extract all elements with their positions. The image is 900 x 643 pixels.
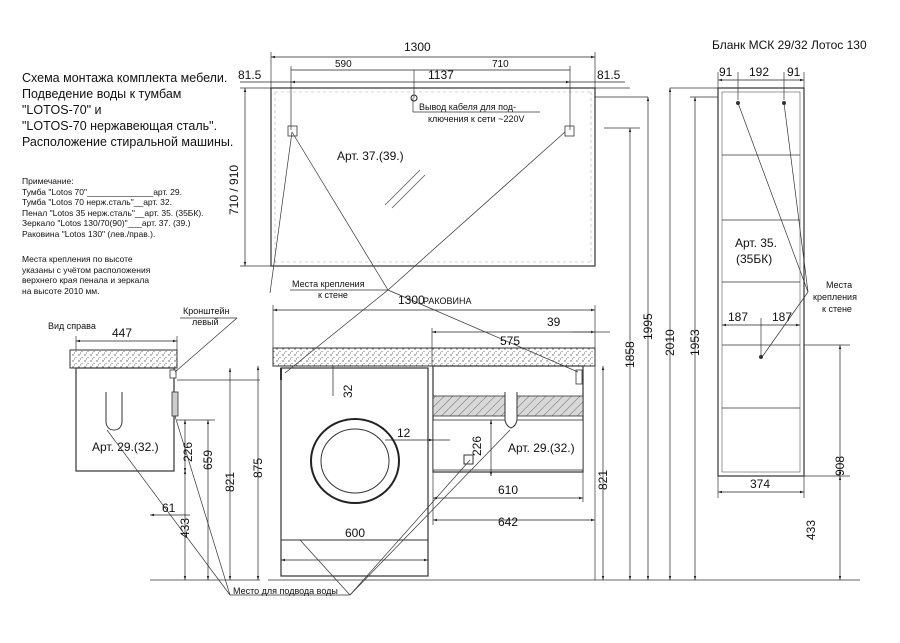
blank-title: Бланк МСК 29/32 Лотос 130	[712, 38, 867, 52]
dim-sink-width: 1300	[398, 293, 425, 307]
pencil-cabinet	[717, 87, 805, 477]
cabinet-art-label-right: Арт. 29.(32.)	[508, 441, 575, 455]
dim-600: 600	[345, 526, 365, 540]
notes-title: Примечание:	[22, 176, 74, 186]
dim-590: 590	[335, 59, 352, 70]
side-view-label: Вид справа	[48, 321, 96, 331]
bracket-label-1: Кронштейн	[183, 306, 229, 316]
mount-note-line: указаны с учётом расположения	[22, 264, 151, 275]
pencil-art-label: Арт. 35.	[735, 236, 777, 250]
dim-left-offset: 81.5	[238, 68, 262, 82]
dim-right-offset: 81.5	[597, 68, 621, 82]
mount-places-right-2: крепления	[813, 292, 857, 302]
mount-places-right-3: к стене	[822, 304, 852, 314]
mirror-art-label: Арт. 37.(39.)	[337, 149, 404, 163]
dim-433-left: 433	[178, 518, 192, 538]
heading-line: Подведение воды к тумбам	[22, 87, 182, 101]
pencil-art-label-2: (35БК)	[736, 252, 772, 266]
heading-block: Схема монтажа комплекта мебели. Подведен…	[22, 70, 233, 150]
dim-91b: 91	[787, 65, 801, 79]
notes-item: Тумба "Lotos 70"______________арт. 29.	[22, 186, 182, 197]
dim-226-left: 226	[181, 442, 195, 462]
mount-places-label-1: Места крепления	[292, 279, 365, 289]
mount-note-block: Места крепления по высоте указаны с учёт…	[22, 254, 150, 296]
dim-1953: 1953	[688, 329, 702, 356]
notes-item: Раковина "Lotos 130" (лев./прав.).	[22, 228, 156, 239]
dim-187b: 187	[772, 310, 792, 324]
notes-item: Тумба "Lotos 70 нерж.сталь"__арт. 32.	[22, 197, 172, 207]
dim-187a: 187	[728, 310, 748, 324]
dim-710: 710	[492, 59, 509, 70]
dim-32: 32	[341, 384, 355, 398]
dim-908: 908	[833, 456, 847, 476]
cabinet-art-label: Арт. 29.(32.)	[92, 440, 159, 454]
mount-note-line: верхнего края пенала и зеркала	[22, 275, 150, 285]
notes-item: Пенал "Lotos 35 нерж.сталь"__арт. 35. (3…	[22, 207, 204, 218]
dim-2010: 2010	[663, 329, 677, 356]
heading-line: "LOTOS-70" и	[22, 103, 102, 117]
dim-61: 61	[162, 501, 176, 515]
mirror	[270, 70, 596, 267]
mount-places-right-1: Места	[826, 280, 852, 290]
dim-39: 39	[547, 315, 561, 329]
dim-610: 610	[498, 483, 518, 497]
dim-192: 192	[749, 65, 769, 79]
dim-374: 374	[750, 477, 770, 491]
bracket-label-2: левый	[192, 317, 219, 327]
dim-226-right: 226	[470, 436, 484, 456]
right-cabinet	[432, 365, 584, 473]
dim-433-right: 433	[804, 520, 818, 540]
dim-1995: 1995	[641, 313, 655, 340]
dim-91a: 91	[719, 65, 733, 79]
dim-1858: 1858	[623, 341, 637, 368]
dim-12: 12	[397, 426, 411, 440]
dim-mirror-height: 710 / 910	[227, 165, 241, 215]
dim-821-right: 821	[596, 470, 610, 490]
dim-875: 875	[251, 458, 265, 478]
cable-label-2: ключения к сети ~220V	[428, 114, 524, 124]
washing-machine	[280, 367, 429, 577]
cable-label-1: Вывод кабеля для под-	[419, 102, 516, 112]
dim-659: 659	[201, 450, 215, 470]
heading-line: "LOTOS-70 нержавеющая сталь".	[22, 119, 218, 133]
notes-block: Примечание: Тумба "Lotos 70"____________…	[22, 176, 204, 239]
dim-821-left: 821	[223, 472, 237, 492]
mount-note-line: на высоте 2010 мм.	[22, 285, 100, 296]
sink-label: РАКОВИНА	[423, 296, 472, 306]
dim-575: 575	[500, 334, 520, 348]
dim-642: 642	[498, 515, 518, 529]
notes-item: Зеркало "Lotos 130/70(90)"___арт. 37. (3…	[22, 218, 191, 228]
water-label: Место для подвода воды	[233, 586, 338, 596]
mount-note-line: Места крепления по высоте	[22, 254, 133, 264]
dim-447: 447	[112, 326, 132, 340]
heading-line: Расположение стиральной машины.	[22, 135, 234, 149]
heading-line: Схема монтажа комплекта мебели.	[22, 71, 228, 85]
mount-places-label-2: к стене	[318, 290, 348, 300]
dim-1137: 1137	[428, 68, 454, 82]
dim-mirror-width: 1300	[404, 40, 431, 54]
